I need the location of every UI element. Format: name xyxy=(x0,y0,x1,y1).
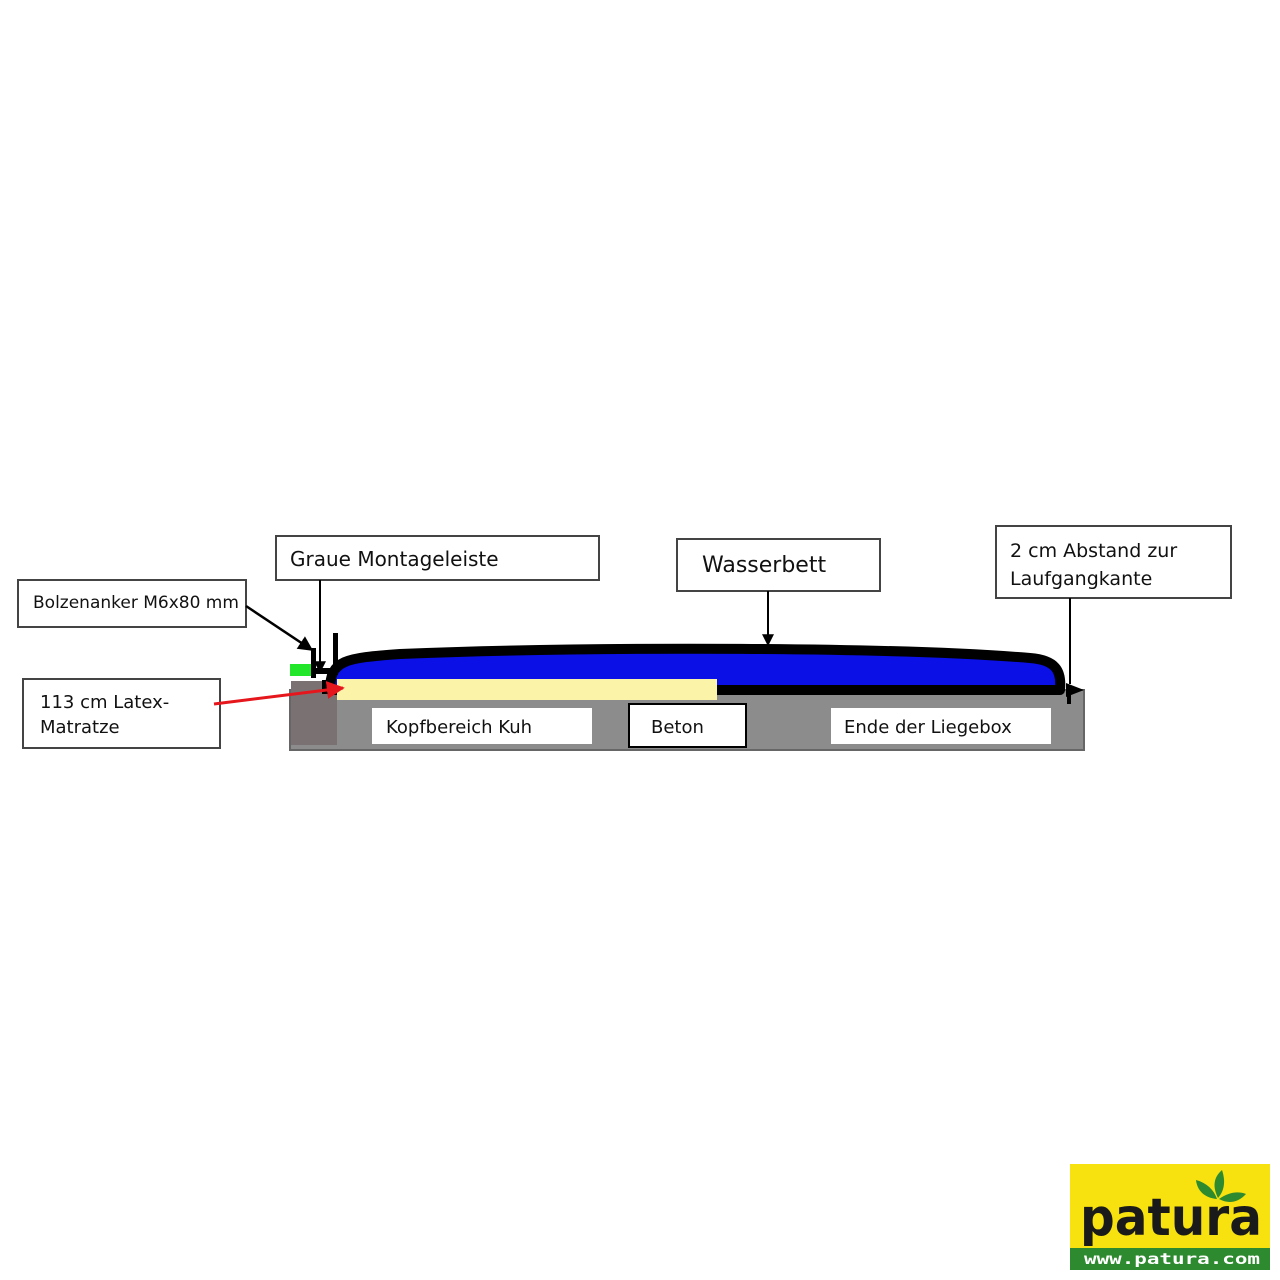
label-matratze-line1: 113 cm Latex- xyxy=(40,692,169,713)
pointer-bolzenanker xyxy=(245,604,314,652)
label-box-matratze xyxy=(22,678,221,749)
label-box-beton xyxy=(628,703,747,748)
edge-marker-stem xyxy=(1067,692,1071,704)
label-box-ende xyxy=(831,708,1051,744)
logo-wordmark: patura xyxy=(1080,1188,1262,1248)
label-box-kopfbereich xyxy=(372,708,592,744)
logo-url-bar xyxy=(1070,1248,1270,1270)
label-kopfbereich: Kopfbereich Kuh xyxy=(386,717,532,738)
label-abstand-line2: Laufgangkante xyxy=(1010,568,1152,590)
logo-url: www.patura.com xyxy=(1084,1250,1260,1268)
label-box-abstand xyxy=(995,525,1232,599)
pointer-matratze xyxy=(213,681,345,706)
green-strip xyxy=(290,664,312,676)
label-montageleiste: Graue Montageleiste xyxy=(290,547,499,571)
patura-logo: patura www.patura.com xyxy=(1070,1164,1270,1270)
mounting-strip-foot xyxy=(311,668,338,674)
label-wasserbett: Wasserbett xyxy=(702,553,826,578)
leaf-icon xyxy=(1196,1170,1246,1202)
label-box-wasserbett xyxy=(676,538,881,592)
label-ende: Ende der Liegebox xyxy=(844,717,1012,738)
label-matratze-line2: Matratze xyxy=(40,717,120,738)
mounting-strip-post xyxy=(333,633,338,675)
mounting-strip-post xyxy=(311,648,316,678)
label-beton: Beton xyxy=(651,717,704,738)
label-bolzenanker: Bolzenanker M6x80 mm xyxy=(33,593,239,613)
label-abstand-line1: 2 cm Abstand zur xyxy=(1010,540,1177,562)
latex-mattress xyxy=(337,679,717,700)
label-box-montageleiste xyxy=(275,535,600,581)
label-box-bolzenanker xyxy=(17,579,247,628)
